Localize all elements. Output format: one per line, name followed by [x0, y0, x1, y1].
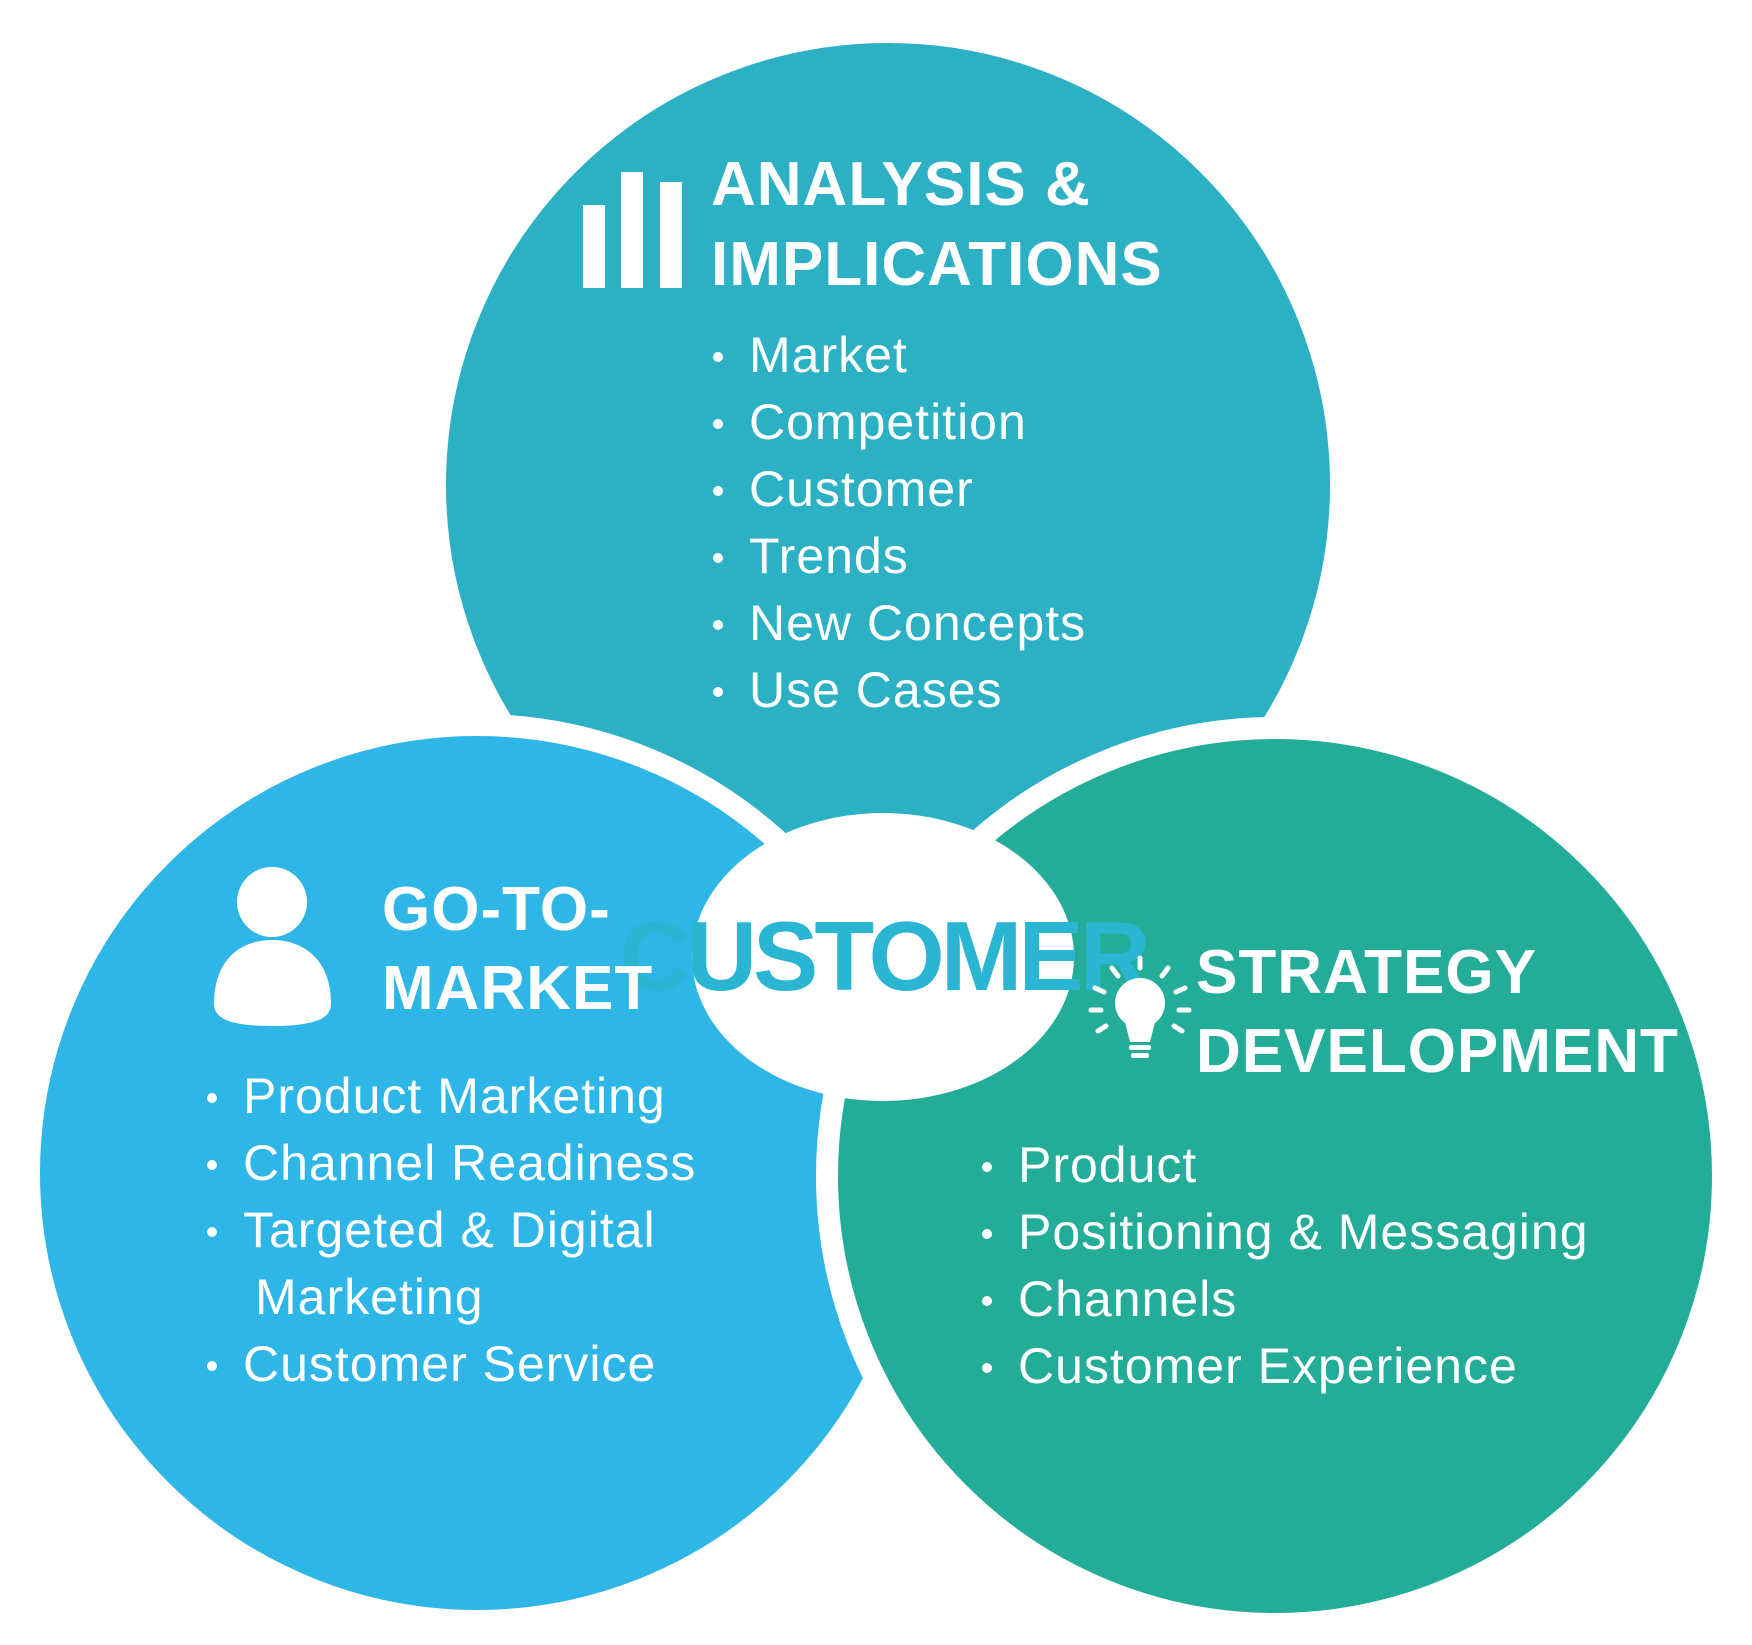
gotomarket-list-item: Targeted & Digital	[243, 1202, 656, 1258]
analysis-list-item: Use Cases	[749, 662, 1003, 718]
gotomarket-list-item: Customer Service	[243, 1336, 656, 1392]
bullet-dot	[207, 1227, 217, 1237]
gotomarket-list-item: Product Marketing	[243, 1068, 666, 1124]
center-ellipse	[692, 813, 1074, 1101]
analysis-title-line1: ANALYSIS &	[711, 150, 1091, 219]
strategy-list-item: Channels	[1018, 1271, 1237, 1327]
strategy-title-line2: DEVELOPMENT	[1196, 1017, 1679, 1086]
bullet-dot	[713, 620, 723, 630]
bullet-dot	[207, 1093, 217, 1103]
bullet-dot	[982, 1363, 992, 1373]
bullet-dot	[982, 1296, 992, 1306]
bullet-dot	[982, 1162, 992, 1172]
bullet-dot	[982, 1229, 992, 1239]
bullet-dot	[713, 486, 723, 496]
bar-chart-icon	[583, 172, 682, 288]
gotomarket-list-item: Marketing	[255, 1269, 484, 1325]
gotomarket-list-item: Channel Readiness	[243, 1135, 696, 1191]
bullet-dot	[713, 352, 723, 362]
lightbulb-icon	[1088, 955, 1192, 1058]
analysis-title-line2: IMPLICATIONS	[711, 230, 1163, 299]
analysis-list-item: Trends	[749, 528, 909, 584]
analysis-list-item: New Concepts	[749, 595, 1086, 651]
strategy-list-item: Product	[1018, 1137, 1197, 1193]
strategy-title-line1: STRATEGY	[1196, 938, 1537, 1007]
center-label: CUSTOMER	[619, 901, 1148, 1011]
analysis-list-item: Market	[749, 327, 908, 383]
bullet-dot	[713, 687, 723, 697]
bullet-dot	[207, 1160, 217, 1170]
analysis-list-item: Customer	[749, 461, 974, 517]
user-icon	[214, 867, 331, 1026]
analysis-list-item: Competition	[749, 394, 1027, 450]
go-to-market-title-line2: MARKET	[382, 954, 653, 1023]
bullet-dot	[207, 1361, 217, 1371]
bullet-dot	[713, 419, 723, 429]
bullet-dot	[713, 553, 723, 563]
strategy-list-item: Customer Experience	[1018, 1338, 1518, 1394]
go-to-market-title-line1: GO-TO-	[382, 875, 611, 944]
strategy-list-item: Positioning & Messaging	[1018, 1204, 1589, 1260]
